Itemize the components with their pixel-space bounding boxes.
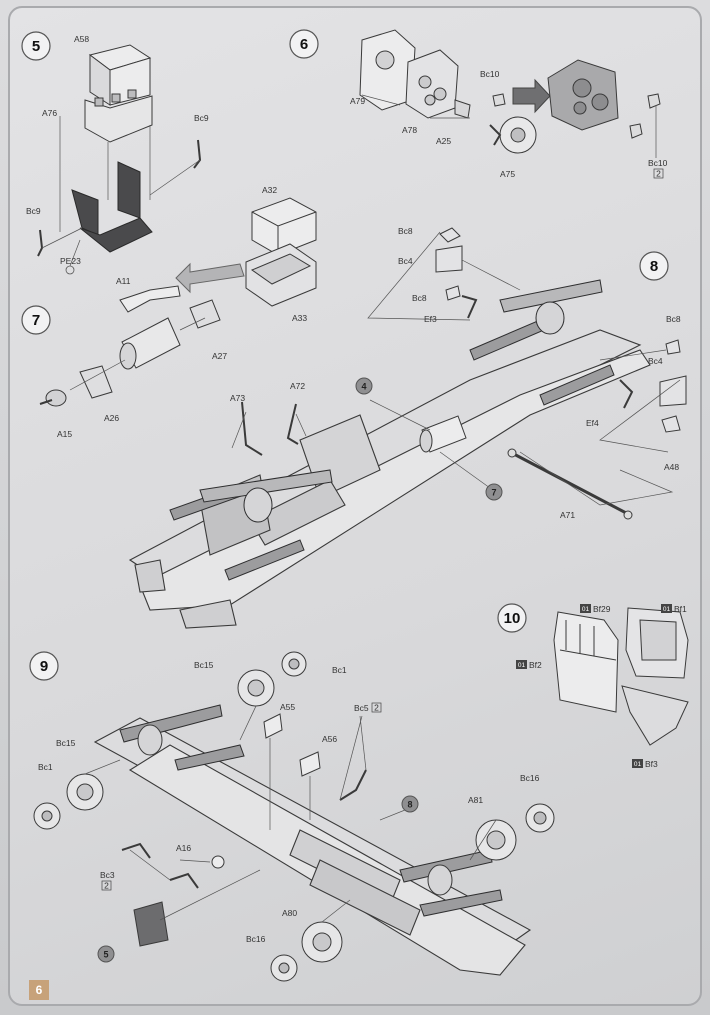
ref-step-4: 4 xyxy=(361,382,366,392)
label-bc9-left: Bc9 xyxy=(26,206,41,216)
step-9-badge xyxy=(29,651,59,681)
step-5-group: 5 A58 A76 Bc9 Bc9 PE23 xyxy=(21,31,209,275)
clutch-part xyxy=(454,99,537,154)
gearbox-assembled xyxy=(547,59,619,131)
ref-step-8: 8 xyxy=(407,800,412,810)
step-9-number: 9 xyxy=(40,658,48,675)
label-bc1-top: Bc1 xyxy=(332,665,347,675)
ref-step-5: 5 xyxy=(103,950,108,960)
sprue-tag-bf29: 01 xyxy=(582,606,590,613)
label-bf1: Bf1 xyxy=(674,604,687,614)
label-a75: A75 xyxy=(500,169,515,179)
fuel-tank-group: A32 A33 xyxy=(175,185,317,323)
label-bc10-qty: 2 xyxy=(656,169,661,179)
label-ef3: Ef3 xyxy=(424,314,437,324)
label-a71: A71 xyxy=(560,510,575,520)
ref-step-8-badge xyxy=(401,795,419,813)
label-bc10-top: Bc10 xyxy=(480,69,500,79)
ref-step-4-badge xyxy=(355,377,373,395)
label-bf29: Bf29 xyxy=(593,604,611,614)
label-a33: A33 xyxy=(292,313,307,323)
label-a78: A78 xyxy=(402,125,417,135)
label-bc10-bottom: Bc10 xyxy=(648,158,668,168)
label-a72: A72 xyxy=(290,381,305,391)
ref-step-5-badge xyxy=(97,945,115,963)
step-6-badge xyxy=(289,29,319,59)
page-number: 6 xyxy=(29,980,49,1000)
label-a55: A55 xyxy=(280,702,295,712)
label-a56: A56 xyxy=(322,734,337,744)
step-5-number: 5 xyxy=(32,38,40,55)
label-bc15-top: Bc15 xyxy=(194,660,214,670)
ref-step-7: 7 xyxy=(491,488,496,498)
assembly-arrow xyxy=(512,78,551,114)
label-bc8-top: Bc8 xyxy=(398,226,413,236)
label-bc8-mid: Bc8 xyxy=(412,293,427,303)
step-7-group: 7 A11 A27 A26 A15 xyxy=(21,276,227,439)
label-bc5-qty: 2 xyxy=(374,703,379,713)
label-a25: A25 xyxy=(436,136,451,146)
battery-part xyxy=(84,44,153,143)
label-a76: A76 xyxy=(42,108,57,118)
step-7-badge xyxy=(21,305,51,335)
label-bc3: Bc3 xyxy=(100,870,115,880)
sprue-tag-bf1: 01 xyxy=(663,606,671,613)
label-a80: A80 xyxy=(282,908,297,918)
label-bc5: Bc5 xyxy=(354,703,369,713)
ref-step-7-badge xyxy=(485,483,503,501)
label-bf3: Bf3 xyxy=(645,759,658,769)
label-a11: A11 xyxy=(116,276,131,286)
label-bc4-right: Bc4 xyxy=(648,356,663,366)
label-a81: A81 xyxy=(468,795,483,805)
label-bc16-right: Bc16 xyxy=(520,773,540,783)
label-a73: A73 xyxy=(230,393,245,403)
label-a48: A48 xyxy=(664,462,679,472)
label-bc1-left: Bc1 xyxy=(38,762,53,772)
step-6-number: 6 xyxy=(300,36,308,53)
battery-tray-part xyxy=(71,161,153,253)
label-bc16-bottom: Bc16 xyxy=(246,934,266,944)
label-a15: A15 xyxy=(57,429,72,439)
label-a26: A26 xyxy=(104,413,119,423)
step-9-group: 9 xyxy=(29,651,555,982)
arrow-left xyxy=(175,262,245,294)
label-bc9-right: Bc9 xyxy=(194,113,209,123)
label-bc4-left: Bc4 xyxy=(398,256,413,266)
step-6-group: 6 A79 A78 Bc1 xyxy=(289,29,668,179)
step-5-badge xyxy=(21,31,51,61)
label-a32: A32 xyxy=(262,185,277,195)
step-7-number: 7 xyxy=(32,312,40,329)
label-a79: A79 xyxy=(350,96,365,106)
step-10-group: 10 01 Bf29 01 Bf1 01 Bf2 01 Bf3 xyxy=(497,603,689,769)
label-pe23: PE23 xyxy=(60,256,81,266)
step-8-group: 8 xyxy=(128,226,687,629)
sprue-tag-bf2: 01 xyxy=(518,662,526,669)
step-8-badge xyxy=(639,251,669,281)
chassis-frame-part xyxy=(128,329,651,629)
step-10-badge xyxy=(497,603,527,633)
label-bc3-qty: 2 xyxy=(104,881,109,891)
step-10-number: 10 xyxy=(504,610,521,627)
label-a16: A16 xyxy=(176,843,191,853)
sprue-tag-bf3: 01 xyxy=(634,761,642,768)
label-bc15-left: Bc15 xyxy=(56,738,76,748)
label-a27: A27 xyxy=(212,351,227,361)
label-a58: A58 xyxy=(74,34,89,44)
label-bf2: Bf2 xyxy=(529,660,542,670)
step-8-number: 8 xyxy=(650,258,658,275)
label-bc8-right: Bc8 xyxy=(666,314,681,324)
gearbox-half-right xyxy=(405,49,459,119)
label-ef4: Ef4 xyxy=(586,418,599,428)
